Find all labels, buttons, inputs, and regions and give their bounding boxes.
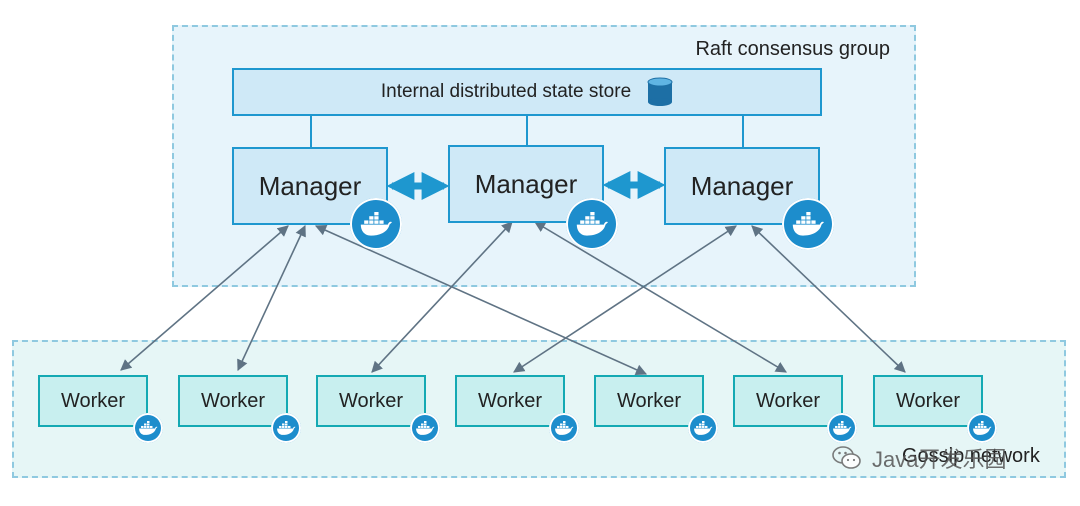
watermark-text: Java开发乐园 bbox=[872, 447, 1007, 472]
state-store-bar: Internal distributed state store bbox=[232, 68, 822, 116]
worker-label: Worker bbox=[477, 389, 543, 412]
worker-label: Worker bbox=[755, 389, 821, 412]
docker-whale-icon bbox=[350, 198, 402, 250]
manager-label: Manager bbox=[258, 170, 362, 201]
worker-node-1: Worker bbox=[38, 375, 148, 427]
worker-node-6: Worker bbox=[733, 375, 843, 427]
docker-whale-icon bbox=[827, 413, 857, 443]
docker-whale-icon bbox=[782, 198, 834, 250]
link-w2-m1 bbox=[237, 224, 306, 372]
manager-node-3: Manager bbox=[664, 147, 820, 225]
link-w6-m2 bbox=[534, 221, 787, 373]
docker-whale-icon bbox=[410, 413, 440, 443]
docker-whale-icon bbox=[549, 413, 579, 443]
worker-label: Worker bbox=[60, 389, 126, 412]
worker-label: Worker bbox=[338, 389, 404, 412]
wechat-icon bbox=[832, 445, 862, 471]
manager-node-2: Manager bbox=[448, 145, 604, 223]
link-w1-m1 bbox=[120, 225, 289, 371]
worker-node-3: Worker bbox=[316, 375, 426, 427]
watermark: Java开发乐园 bbox=[832, 442, 1006, 474]
manager-label: Manager bbox=[690, 170, 794, 201]
database-icon bbox=[647, 77, 673, 107]
link-w7-m3 bbox=[751, 225, 906, 373]
link-w3-m2 bbox=[371, 221, 513, 373]
worker-node-2: Worker bbox=[178, 375, 288, 427]
docker-whale-icon bbox=[566, 198, 618, 250]
state-store-label: Internal distributed state store bbox=[380, 81, 632, 102]
worker-label: Worker bbox=[895, 389, 961, 412]
worker-label: Worker bbox=[616, 389, 682, 412]
manager-label: Manager bbox=[474, 168, 578, 199]
link-w4-m3 bbox=[513, 225, 737, 373]
worker-node-7: Worker bbox=[873, 375, 983, 427]
worker-label: Worker bbox=[200, 389, 266, 412]
docker-whale-icon bbox=[967, 413, 997, 443]
gossip-group-label: Gossip network bbox=[902, 445, 1040, 467]
worker-node-4: Worker bbox=[455, 375, 565, 427]
docker-whale-icon bbox=[133, 413, 163, 443]
raft-group-label: Raft consensus group bbox=[695, 38, 890, 60]
docker-whale-icon bbox=[688, 413, 718, 443]
worker-node-5: Worker bbox=[594, 375, 704, 427]
docker-whale-icon bbox=[271, 413, 301, 443]
